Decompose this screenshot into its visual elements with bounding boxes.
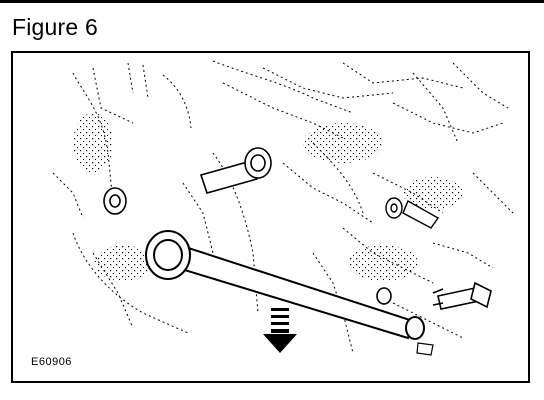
bottom-bracket — [416, 342, 434, 356]
lower-control-arm — [145, 230, 425, 340]
upper-bushing — [199, 147, 272, 194]
rear-bolt — [376, 281, 492, 310]
figure-frame — [11, 51, 530, 383]
left-mount — [103, 187, 127, 215]
figure-code: E60906 — [31, 356, 72, 368]
top-rule — [0, 0, 544, 3]
down-arrow-icon — [263, 308, 297, 353]
figure-title: Figure 6 — [12, 14, 98, 40]
shaded-areas — [73, 113, 463, 281]
suspension-illustration — [52, 60, 514, 356]
right-bracket — [385, 197, 440, 229]
